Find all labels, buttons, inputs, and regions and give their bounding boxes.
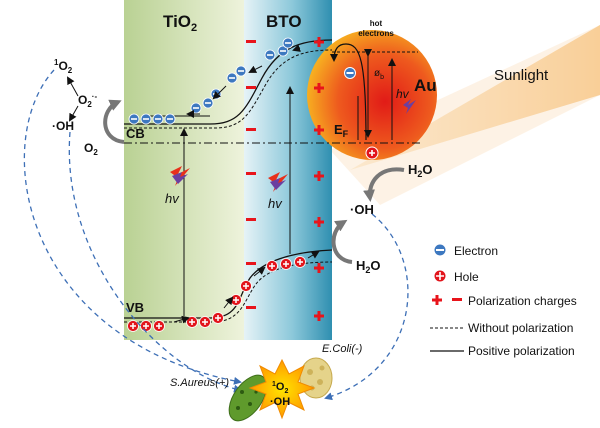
sunlight-label: Sunlight [494,67,549,84]
ros-burst [248,358,316,420]
cb-label: CB [126,126,145,141]
bto-negative-charges [246,40,256,309]
au-electron-minus-icon [346,72,354,74]
au-title: Au [414,76,437,95]
au-hole-plus-icon [369,150,375,156]
o2-label: O2 [84,141,98,157]
legend-minus-icon [452,298,462,301]
e-coli-bacterium [299,357,333,399]
cb-flow-arrow-3 [248,65,263,73]
legend-electron-label: Electron [454,244,498,258]
superoxide-to-hydroxyl-arrow [69,105,79,122]
au-nanoparticle [307,30,437,160]
hot-electrons-label-2: electrons [358,29,394,38]
h2o-bottom-label: H2O [356,258,381,275]
bto-title: BTO [266,12,302,31]
tio2-title: TiO2 [163,12,197,34]
h2o-top-label: H2O [408,162,433,179]
au-hv-label: hv [396,87,410,101]
vb-label: VB [126,300,144,315]
legend-plus-icon [432,295,442,305]
legend-polarization-label: Polarization charges [468,294,577,308]
sunlight-glow [330,25,600,205]
cb-without-curve [124,49,333,129]
hydroxyl-to-bacteria-arrow [68,131,242,393]
h2o-oxidation-arrow-top [363,167,405,202]
legend-hole-label: Hole [454,270,479,284]
tio2-lightning-accent [172,172,188,184]
h2o-oxidation-arrow-bottom [331,219,353,264]
bto-positive-charges [314,37,324,321]
bto-hv-label: hv [268,196,283,211]
hydroxyl-right-label: ·OH [350,202,374,217]
s-aureus-label: S.Aureus(+) [170,377,229,389]
burst-singlet-oxygen-label: 1O2 [272,381,288,395]
superoxide-label: O2·- [78,92,97,109]
o2-reduction-arrow [103,99,125,144]
cb-positive-curve [124,39,333,125]
hot-electron-path [330,43,367,141]
cb-flow-arrow-2 [212,85,227,100]
fermi-level-label: EF [334,122,349,139]
hot-electrons-label-1: hot [370,19,383,28]
hydroxyl-right-to-bacteria-arrow [324,213,409,401]
legend: Electron Hole Polarization charges Witho… [430,243,577,358]
burst-hydroxyl-label: ·OH [270,396,290,408]
singlet-oxygen-label: 1O2 [54,58,73,75]
bto-lightning-accent [270,178,286,190]
superoxide-to-singlet-arrow [67,76,79,97]
tio2-hv-label: hv [165,191,180,206]
phi-b-label: øb [374,68,384,81]
e-coli-texture [307,365,325,391]
legend-without-label: Without polarization [468,321,573,335]
s-aureus-texture [236,390,258,410]
hydroxyl-left-label: ·OH [52,119,74,133]
vb-holes [127,256,306,332]
cb-flow-arrow-4 [292,44,301,52]
singlet-oxygen-to-bacteria-arrow [23,69,242,385]
e-coli-label: E.Coli(-) [322,343,363,355]
vb-flow-arrow-4 [307,250,320,259]
vb-flow-arrow-2 [223,296,234,309]
au-lightning-icon [403,99,416,114]
bto-panel [244,0,332,340]
vb-positive-curve [124,249,333,319]
legend-positive-label: Positive polarization [468,344,575,358]
vb-flow-arrow-3 [253,266,266,277]
vb-flow-arrow-1 [173,315,190,324]
